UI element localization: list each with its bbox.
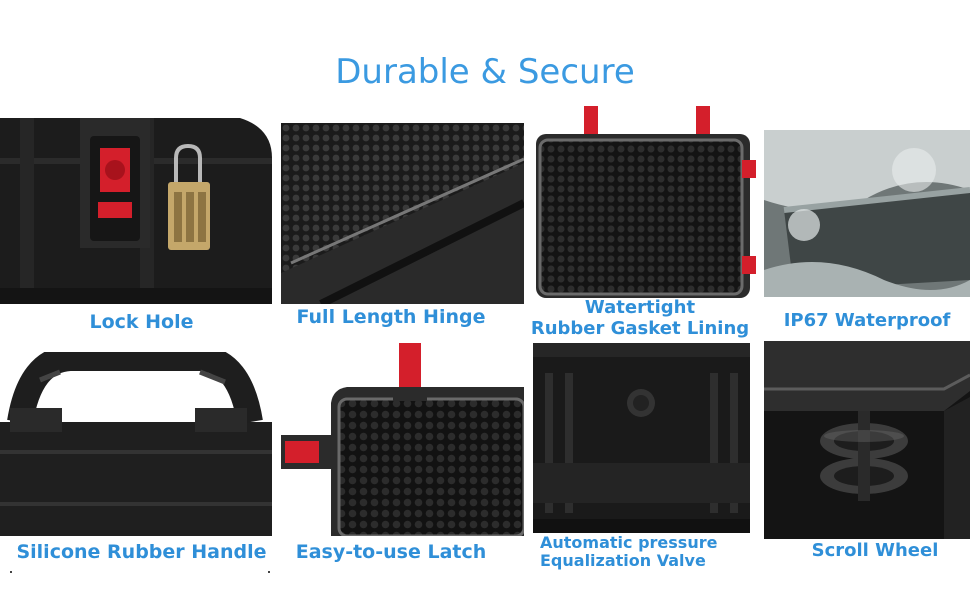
pressure-valve-photo — [533, 343, 750, 533]
lock-hole-photo — [0, 118, 272, 304]
watertight-gasket-photo — [536, 104, 756, 298]
caption-scroll-wheel: Scroll Wheel — [811, 540, 939, 561]
caption-lock-hole: Lock Hole — [89, 311, 194, 333]
latch-photo — [281, 343, 524, 536]
caption-silicone-handle: Silicone Rubber Handle — [16, 541, 267, 563]
caption-latch: Easy-to-use Latch — [295, 541, 487, 563]
caption-pressure-valve: Automatic pressure Equalization Valve — [540, 533, 718, 571]
caption-full-length-hinge: Full Length Hinge — [296, 306, 486, 328]
ip67-waterproof-photo — [764, 130, 970, 297]
full-length-hinge-photo — [281, 123, 524, 304]
small-mark — [10, 571, 12, 573]
page-title: Durable & Secure — [335, 52, 635, 92]
caption-watertight-gasket: Watertight Rubber Gasket Lining — [530, 297, 750, 339]
scroll-wheel-photo — [764, 341, 970, 539]
silicone-handle-photo — [0, 352, 272, 536]
small-mark — [268, 571, 270, 573]
caption-ip67-waterproof: IP67 Waterproof — [783, 310, 951, 331]
